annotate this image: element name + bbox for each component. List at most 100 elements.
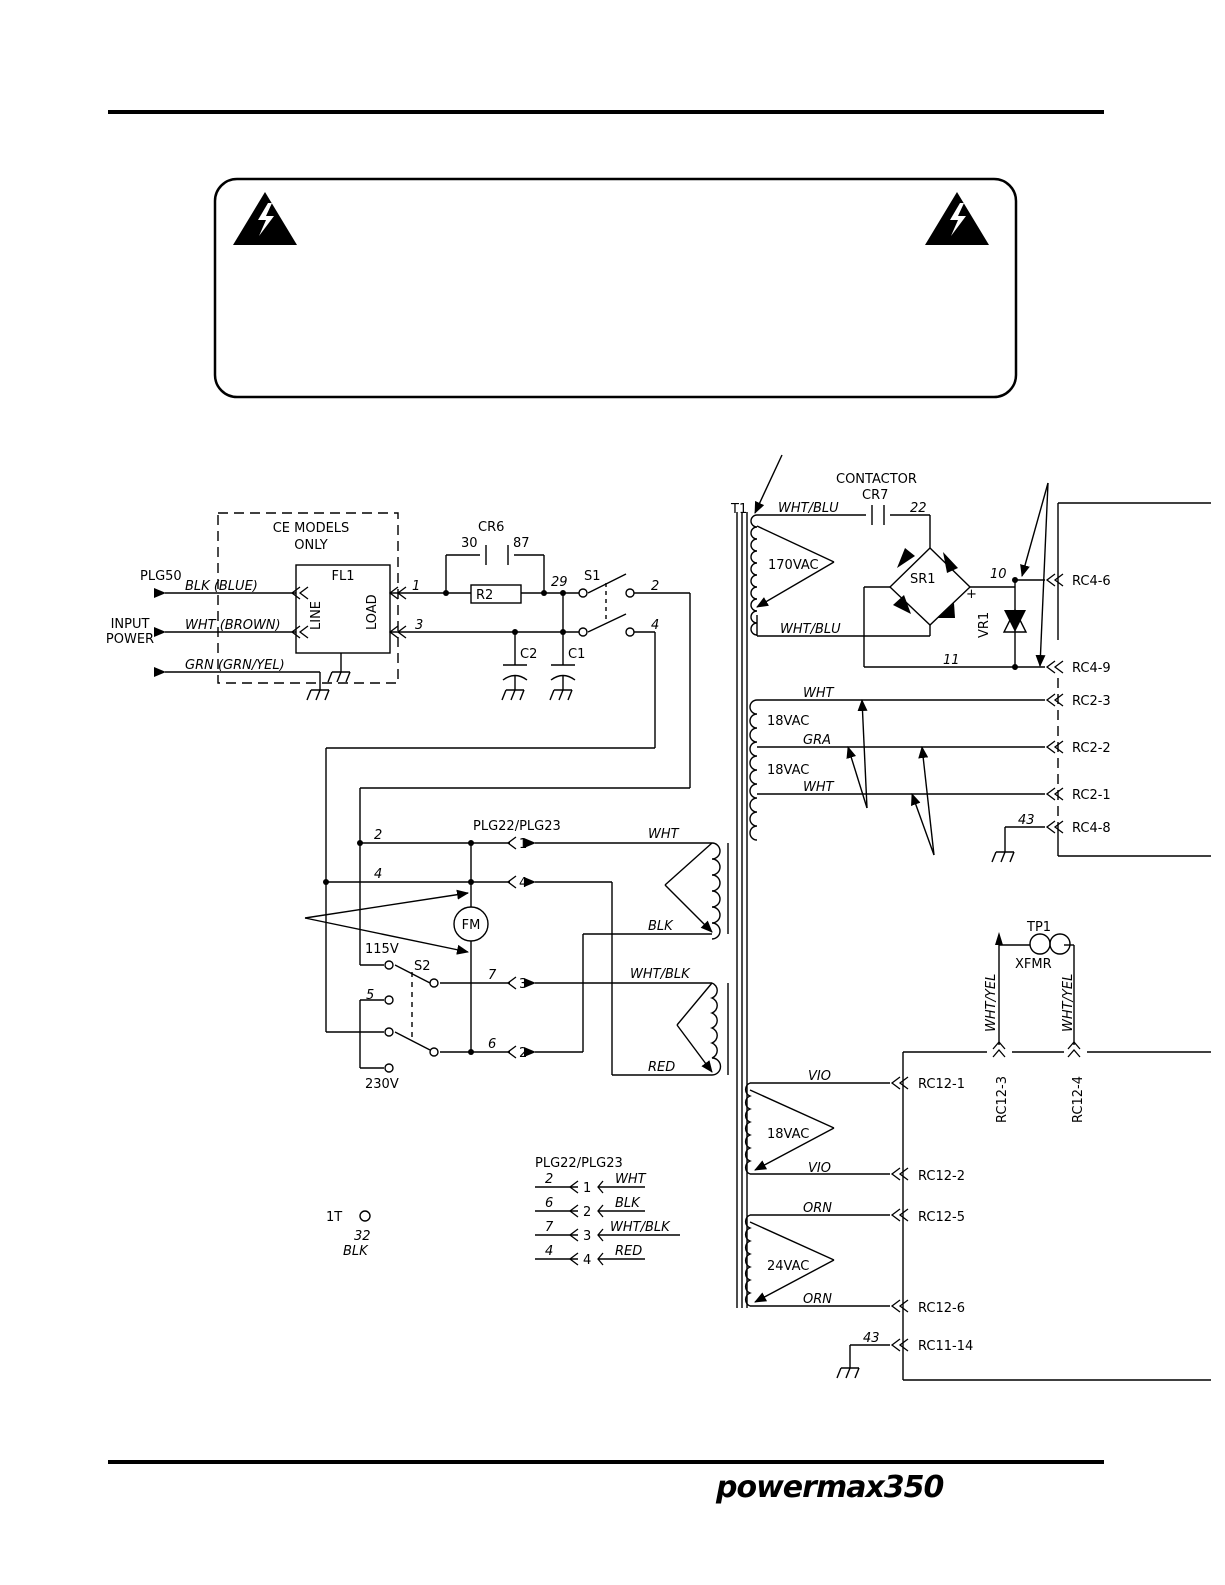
wire-43b: 43 (863, 1331, 880, 1346)
wire-vio-2: VIO (808, 1161, 831, 1176)
rc12-6: RC12-6 (918, 1301, 965, 1316)
plug22-pin-2: 2 (519, 1046, 527, 1061)
table-pin-1: 2 (583, 1205, 591, 1220)
wire-blk-label: BLK (BLUE) (185, 579, 258, 594)
s2-label: S2 (414, 959, 431, 974)
table-color-2: WHT/BLK (610, 1220, 671, 1235)
table-pin-2: 3 (583, 1229, 591, 1244)
blk-32-label: BLK (343, 1244, 369, 1259)
s1-label: S1 (584, 569, 601, 584)
power-label: POWER (106, 632, 154, 647)
wire-whtyel-1: WHT/YEL (984, 974, 999, 1032)
warning-triangle-icon (925, 192, 989, 245)
wire-3: 3 (415, 618, 423, 633)
fan-wire-wht: WHT (648, 827, 680, 842)
rc11-14: RC11-14 (918, 1339, 973, 1354)
warning-box (213, 177, 1018, 399)
wire-29: 29 (551, 575, 568, 590)
wire-30: 30 (461, 536, 478, 551)
rc12-4: RC12-4 (1071, 1076, 1086, 1123)
plug22-pin-1: 1 (519, 837, 527, 852)
rc2-3: RC2-3 (1072, 694, 1111, 709)
wire-gra: GRA (803, 733, 831, 748)
wire-whtblu-1: WHT/BLU (778, 501, 839, 516)
plug22-pin-3: 3 (519, 977, 527, 992)
wire-1: 1 (412, 579, 420, 594)
contactor-label: CONTACTOR (836, 472, 917, 487)
plug22-title: PLG22/PLG23 (473, 819, 561, 834)
rc12-1: RC12-1 (918, 1077, 965, 1092)
ce-label-1: CE MODELS (273, 521, 350, 536)
wire-wht-label: WHT (BROWN) (185, 618, 281, 633)
table-wire-0: 2 (545, 1172, 553, 1187)
c1-label: C1 (568, 647, 585, 662)
rc4-8: RC4-8 (1072, 821, 1111, 836)
wire-orn-1: ORN (803, 1201, 832, 1216)
fm-label: FM (462, 918, 481, 933)
plg50-label: PLG50 (140, 569, 182, 584)
rc4-6: RC4-6 (1072, 574, 1111, 589)
wire-10: 10 (990, 567, 1007, 582)
wire-43a: 43 (1018, 813, 1035, 828)
brand-logo: powermax350 (715, 1470, 944, 1505)
input-label: INPUT (111, 617, 150, 632)
rc4-9: RC4-9 (1072, 661, 1111, 676)
rc12-3: RC12-3 (995, 1076, 1010, 1123)
table-color-0: WHT (615, 1172, 647, 1187)
fl1-label: FL1 (332, 569, 355, 584)
rc2-1: RC2-1 (1072, 788, 1111, 803)
table-pin-3: 4 (583, 1253, 591, 1268)
v230-label: 230V (365, 1077, 399, 1092)
wire-22: 22 (910, 501, 927, 516)
fan-wire-blk: BLK (648, 919, 674, 934)
table-wire-1: 6 (545, 1196, 553, 1211)
wire-87: 87 (513, 536, 530, 551)
wire-grn-label: GRN (GRN/YEL) (185, 658, 285, 673)
wire-6: 6 (488, 1037, 496, 1052)
table-color-3: RED (615, 1244, 642, 1259)
wire-11: 11 (943, 653, 960, 668)
fan-wire-red: RED (648, 1060, 675, 1075)
wire-wht-2: WHT (803, 780, 835, 795)
v115-label: 115V (365, 942, 399, 957)
line-label: LINE (309, 601, 324, 630)
wire-2b: 2 (374, 828, 382, 843)
r2-label: R2 (476, 588, 493, 603)
load-label: LOAD (365, 594, 380, 630)
plug-table-title: PLG22/PLG23 (535, 1156, 623, 1171)
header-rule (108, 110, 1104, 114)
ce-label-2: ONLY (294, 538, 327, 553)
wire-4: 4 (651, 618, 659, 633)
v170-label: 170VAC (768, 558, 819, 573)
wire-whtblu-2: WHT/BLU (780, 622, 841, 637)
rc12-5: RC12-5 (918, 1210, 965, 1225)
wire-wht-1: WHT (803, 686, 835, 701)
v18c-label: 18VAC (767, 1127, 809, 1142)
wire-7: 7 (488, 968, 497, 983)
cr7-label: CR7 (862, 488, 888, 503)
plus-label: + (966, 587, 977, 602)
wire-32: 32 (354, 1229, 371, 1244)
xfmr-label: XFMR (1015, 957, 1052, 972)
tp1-label: TP1 (1026, 920, 1051, 935)
v24-label: 24VAC (767, 1259, 809, 1274)
v18b-label: 18VAC (767, 763, 809, 778)
table-wire-3: 4 (545, 1244, 553, 1259)
v18a-label: 18VAC (767, 714, 809, 729)
wire-5: 5 (366, 988, 374, 1003)
table-wire-2: 7 (545, 1220, 554, 1235)
table-color-1: BLK (615, 1196, 641, 1211)
c2-label: C2 (520, 647, 537, 662)
rc12-2: RC12-2 (918, 1169, 965, 1184)
table-pin-0: 1 (583, 1181, 591, 1196)
sr1-label: SR1 (910, 572, 936, 587)
cr6-label: CR6 (478, 520, 504, 535)
t1-label: T1 (730, 502, 747, 517)
footer-rule (108, 1460, 1104, 1464)
wire-4b: 4 (374, 867, 382, 882)
wire-vio-1: VIO (808, 1069, 831, 1084)
vr1-label: VR1 (977, 612, 992, 638)
warning-triangle-icon (233, 192, 297, 245)
1t-label: 1T (326, 1210, 342, 1225)
